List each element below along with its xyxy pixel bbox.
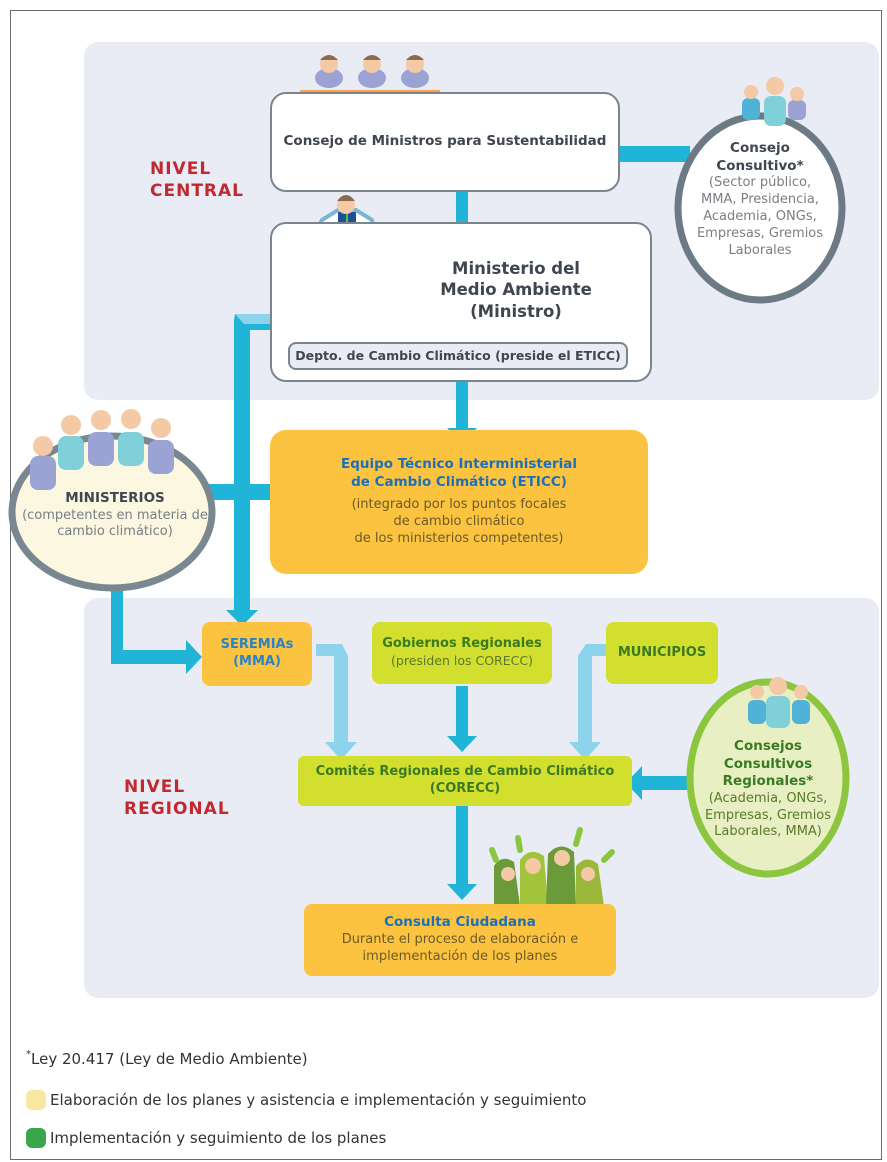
legend-swatch-yellow bbox=[26, 1090, 46, 1110]
citizens-cheering-icon bbox=[489, 827, 615, 906]
seremias-to-corecc-arrow bbox=[316, 644, 357, 760]
consulta-ciudadana-box: Consulta Ciudadana Durante el proceso de… bbox=[304, 904, 616, 976]
consejos-regionales-to-corecc-arrow bbox=[626, 766, 694, 800]
corecc-to-consulta-arrow bbox=[447, 806, 477, 900]
consejos-regionales-circle bbox=[686, 678, 850, 878]
legend-swatch-green bbox=[26, 1128, 46, 1148]
ministerios-to-eticc-arrow bbox=[185, 474, 324, 510]
ministerio-to-eticc-arrow bbox=[447, 372, 477, 444]
corecc-box: Comités Regionales de Cambio Climático (… bbox=[298, 756, 632, 806]
ministerios-text: MINISTERIOS (competentes en materia de c… bbox=[22, 490, 208, 540]
legend-item-elaboracion: Elaboración de los planes y asistencia e… bbox=[26, 1090, 586, 1110]
consejo-consultivo-circle bbox=[674, 112, 846, 304]
ministerio-to-seremias-arrow bbox=[226, 314, 388, 626]
ministerios-people-icon bbox=[30, 409, 174, 490]
consejo-consultivo-text: Consejo Consultivo* (Sector público, MMA… bbox=[696, 140, 824, 258]
diagram-frame bbox=[10, 10, 882, 1160]
eticc-box: Equipo Técnico Interministerial de Cambi… bbox=[270, 430, 648, 574]
depto-cambio-climatico-box: Depto. de Cambio Climático (preside el E… bbox=[288, 342, 628, 370]
legend-item-implementacion: Implementación y seguimiento de los plan… bbox=[26, 1128, 386, 1148]
municipios-to-corecc-arrow bbox=[569, 644, 606, 760]
depto-label: Depto. de Cambio Climático (preside el E… bbox=[295, 347, 621, 363]
consejo-ministros-label: Consejo de Ministros para Sustentabilida… bbox=[283, 133, 607, 150]
consultivo-people-icon bbox=[742, 77, 806, 126]
gobiernos-regionales-box: Gobiernos Regionales (presiden los COREC… bbox=[372, 622, 552, 684]
ministerio-to-consejo-arrow bbox=[447, 166, 477, 243]
consultivo-to-consejo-arrow bbox=[596, 136, 690, 172]
footnote: * Ley 20.417 (Ley de Medio Ambiente) bbox=[26, 1048, 308, 1069]
consejos-regionales-people-icon bbox=[748, 677, 810, 728]
consejos-regionales-text: Consejos Consultivos Regionales* (Academ… bbox=[704, 738, 832, 840]
gobiernos-to-corecc-arrow bbox=[447, 686, 477, 752]
municipios-box: MUNICIPIOS bbox=[606, 622, 718, 684]
consejo-ministros-box: Consejo de Ministros para Sustentabilida… bbox=[270, 92, 620, 192]
seremias-box: SEREMIAs (MMA) bbox=[202, 622, 312, 686]
